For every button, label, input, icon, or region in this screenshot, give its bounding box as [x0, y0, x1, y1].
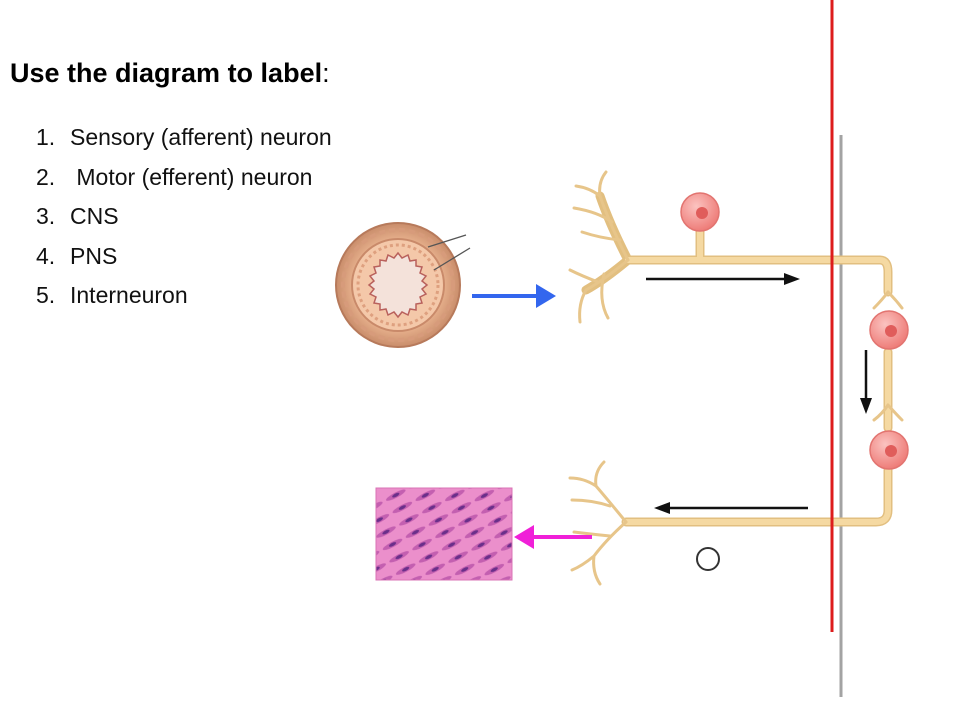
slide-title: Use the diagram to label: — [10, 58, 330, 88]
direction-arrow-down — [860, 350, 872, 414]
smooth-muscle-icon — [375, 487, 513, 581]
sensory-cell-body — [680, 192, 720, 232]
circle-marker — [696, 547, 720, 571]
blood-vessel-icon — [335, 222, 471, 348]
stimulus-arrow — [472, 284, 556, 308]
motor-cell-body — [869, 430, 909, 470]
list-item: 3.CNS — [36, 203, 119, 229]
list-item: 4.PNS — [36, 242, 118, 269]
sensory-neuron — [568, 170, 904, 324]
motor-neuron — [568, 347, 904, 586]
list-item: 5.Interneuron — [36, 282, 188, 308]
interneuron-cell-body — [869, 310, 909, 350]
direction-arrow-right — [646, 273, 800, 285]
list-item: 2. Motor (efferent) neuron — [36, 163, 313, 190]
label-list: 1.Sensory (afferent) neuron 2. Motor (ef… — [36, 120, 332, 318]
direction-arrow-left — [654, 502, 808, 514]
effector-arrow — [514, 525, 592, 549]
list-item: 1.Sensory (afferent) neuron — [36, 124, 332, 150]
